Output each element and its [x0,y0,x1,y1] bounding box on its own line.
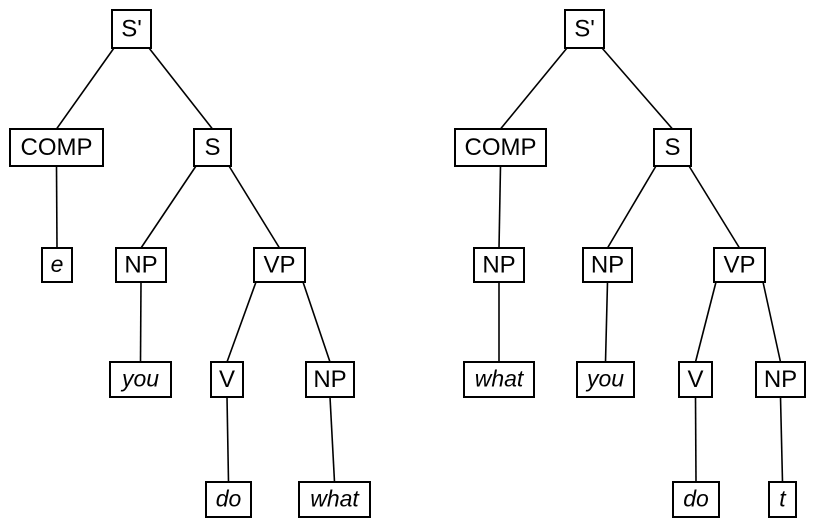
tree-edge [694,396,697,483]
node-box [209,360,245,399]
tree-node-s[interactable]: S [652,127,693,168]
node-label: S' [121,15,142,42]
node-label: e [51,251,64,277]
tree-node-s[interactable]: S' [110,8,153,50]
node-box [110,8,153,50]
tree-node-you[interactable]: you [108,360,173,399]
node-label: VP [263,251,295,278]
tree-edge [498,165,502,249]
tree-edge [601,47,674,130]
tree-edge [762,281,782,363]
node-box [8,127,105,168]
node-box [252,246,307,284]
tree-node-vp[interactable]: VP [712,246,767,284]
tree-edge [606,165,657,249]
node-label: NP [124,251,157,278]
tree-node-v[interactable]: V [209,360,245,399]
node-label: V [687,366,703,393]
node-box [108,360,173,399]
node-box [581,246,634,284]
node-box [40,246,74,284]
tree-edge [499,47,568,130]
node-box [297,480,372,519]
tree-node-np[interactable]: NP [114,246,168,284]
tree-node-t[interactable]: t [767,480,798,519]
node-label: you [120,366,159,392]
tree-edge [139,281,142,363]
node-label: NP [591,251,624,278]
tree-node-v[interactable]: V [677,360,714,399]
node-box [767,480,798,519]
tree-edge [140,165,197,249]
tree-edge [694,281,717,363]
tree-edge [604,281,609,363]
node-box [192,127,233,168]
tree-node-np[interactable]: NP [754,360,807,399]
node-box [462,360,536,399]
node-label: NP [313,366,346,393]
tree-node-comp[interactable]: COMP [8,127,105,168]
node-box [472,246,526,284]
tree-node-do[interactable]: do [204,480,253,519]
node-label: what [475,366,525,392]
node-box [575,360,636,399]
node-label: what [310,486,360,512]
node-box [754,360,807,399]
tree-edge [226,396,230,483]
tree-edge [55,165,58,249]
node-box [453,127,548,168]
node-box [563,8,606,50]
tree-node-e[interactable]: e [40,246,74,284]
tree-node-vp[interactable]: VP [252,246,307,284]
tree-edge [688,165,741,249]
node-box [304,360,356,399]
tree-edge [55,47,115,130]
node-box [204,480,253,519]
edges-layer [55,47,784,483]
node-label: V [219,366,235,393]
tree-node-np[interactable]: NP [581,246,634,284]
tree-edge [302,281,331,363]
node-box [712,246,767,284]
tree-node-np[interactable]: NP [304,360,356,399]
tree-node-comp[interactable]: COMP [453,127,548,168]
tree-edge [779,396,784,483]
tree-node-np[interactable]: NP [472,246,526,284]
node-box [652,127,693,168]
tree-node-what[interactable]: what [462,360,536,399]
node-label: t [779,486,787,512]
tree-edge [148,47,214,130]
node-label: do [683,486,709,512]
tree-edge [329,396,336,483]
node-label: VP [723,251,755,278]
node-label: S [204,134,220,161]
node-label: you [585,366,624,392]
node-label: COMP [465,134,537,161]
tree-edge [226,281,257,363]
node-box [671,480,721,519]
tree-node-you[interactable]: you [575,360,636,399]
tree-node-do[interactable]: do [671,480,721,519]
node-label: NP [482,251,515,278]
tree-node-what[interactable]: what [297,480,372,519]
node-box [677,360,714,399]
node-label: do [216,486,242,512]
tree-node-s[interactable]: S' [563,8,606,50]
tree-node-s[interactable]: S [192,127,233,168]
tree-edge [228,165,281,249]
node-label: S [664,134,680,161]
node-label: S' [574,15,595,42]
node-box [114,246,168,284]
node-label: NP [764,366,797,393]
node-label: COMP [21,134,93,161]
